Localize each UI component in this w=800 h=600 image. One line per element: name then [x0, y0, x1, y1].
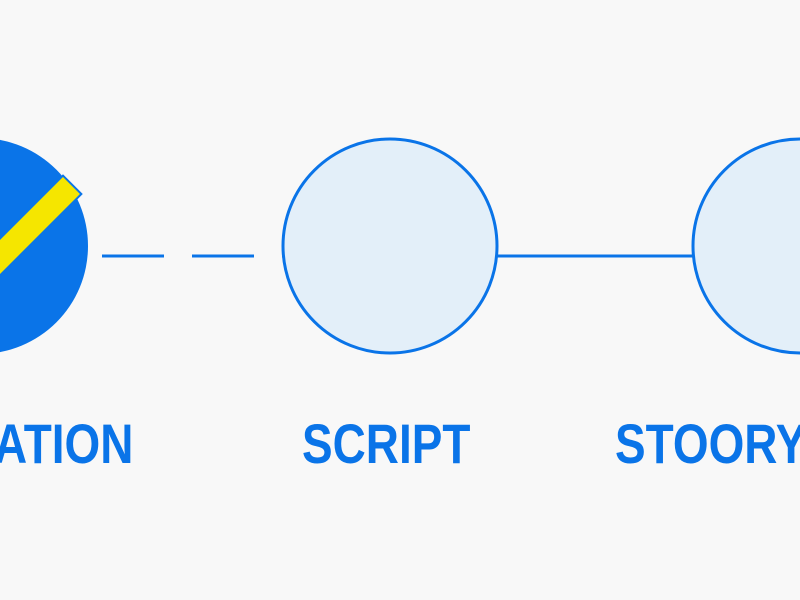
step-label-ation: ATION — [0, 412, 134, 475]
step-label-stoory: STOORY — [615, 412, 800, 475]
step-node-completed — [0, 139, 88, 376]
step-node-stoory — [691, 137, 800, 355]
step-node-script — [281, 137, 499, 355]
step-label-script: SCRIPT — [302, 412, 471, 475]
checkmark-icon — [0, 174, 83, 376]
